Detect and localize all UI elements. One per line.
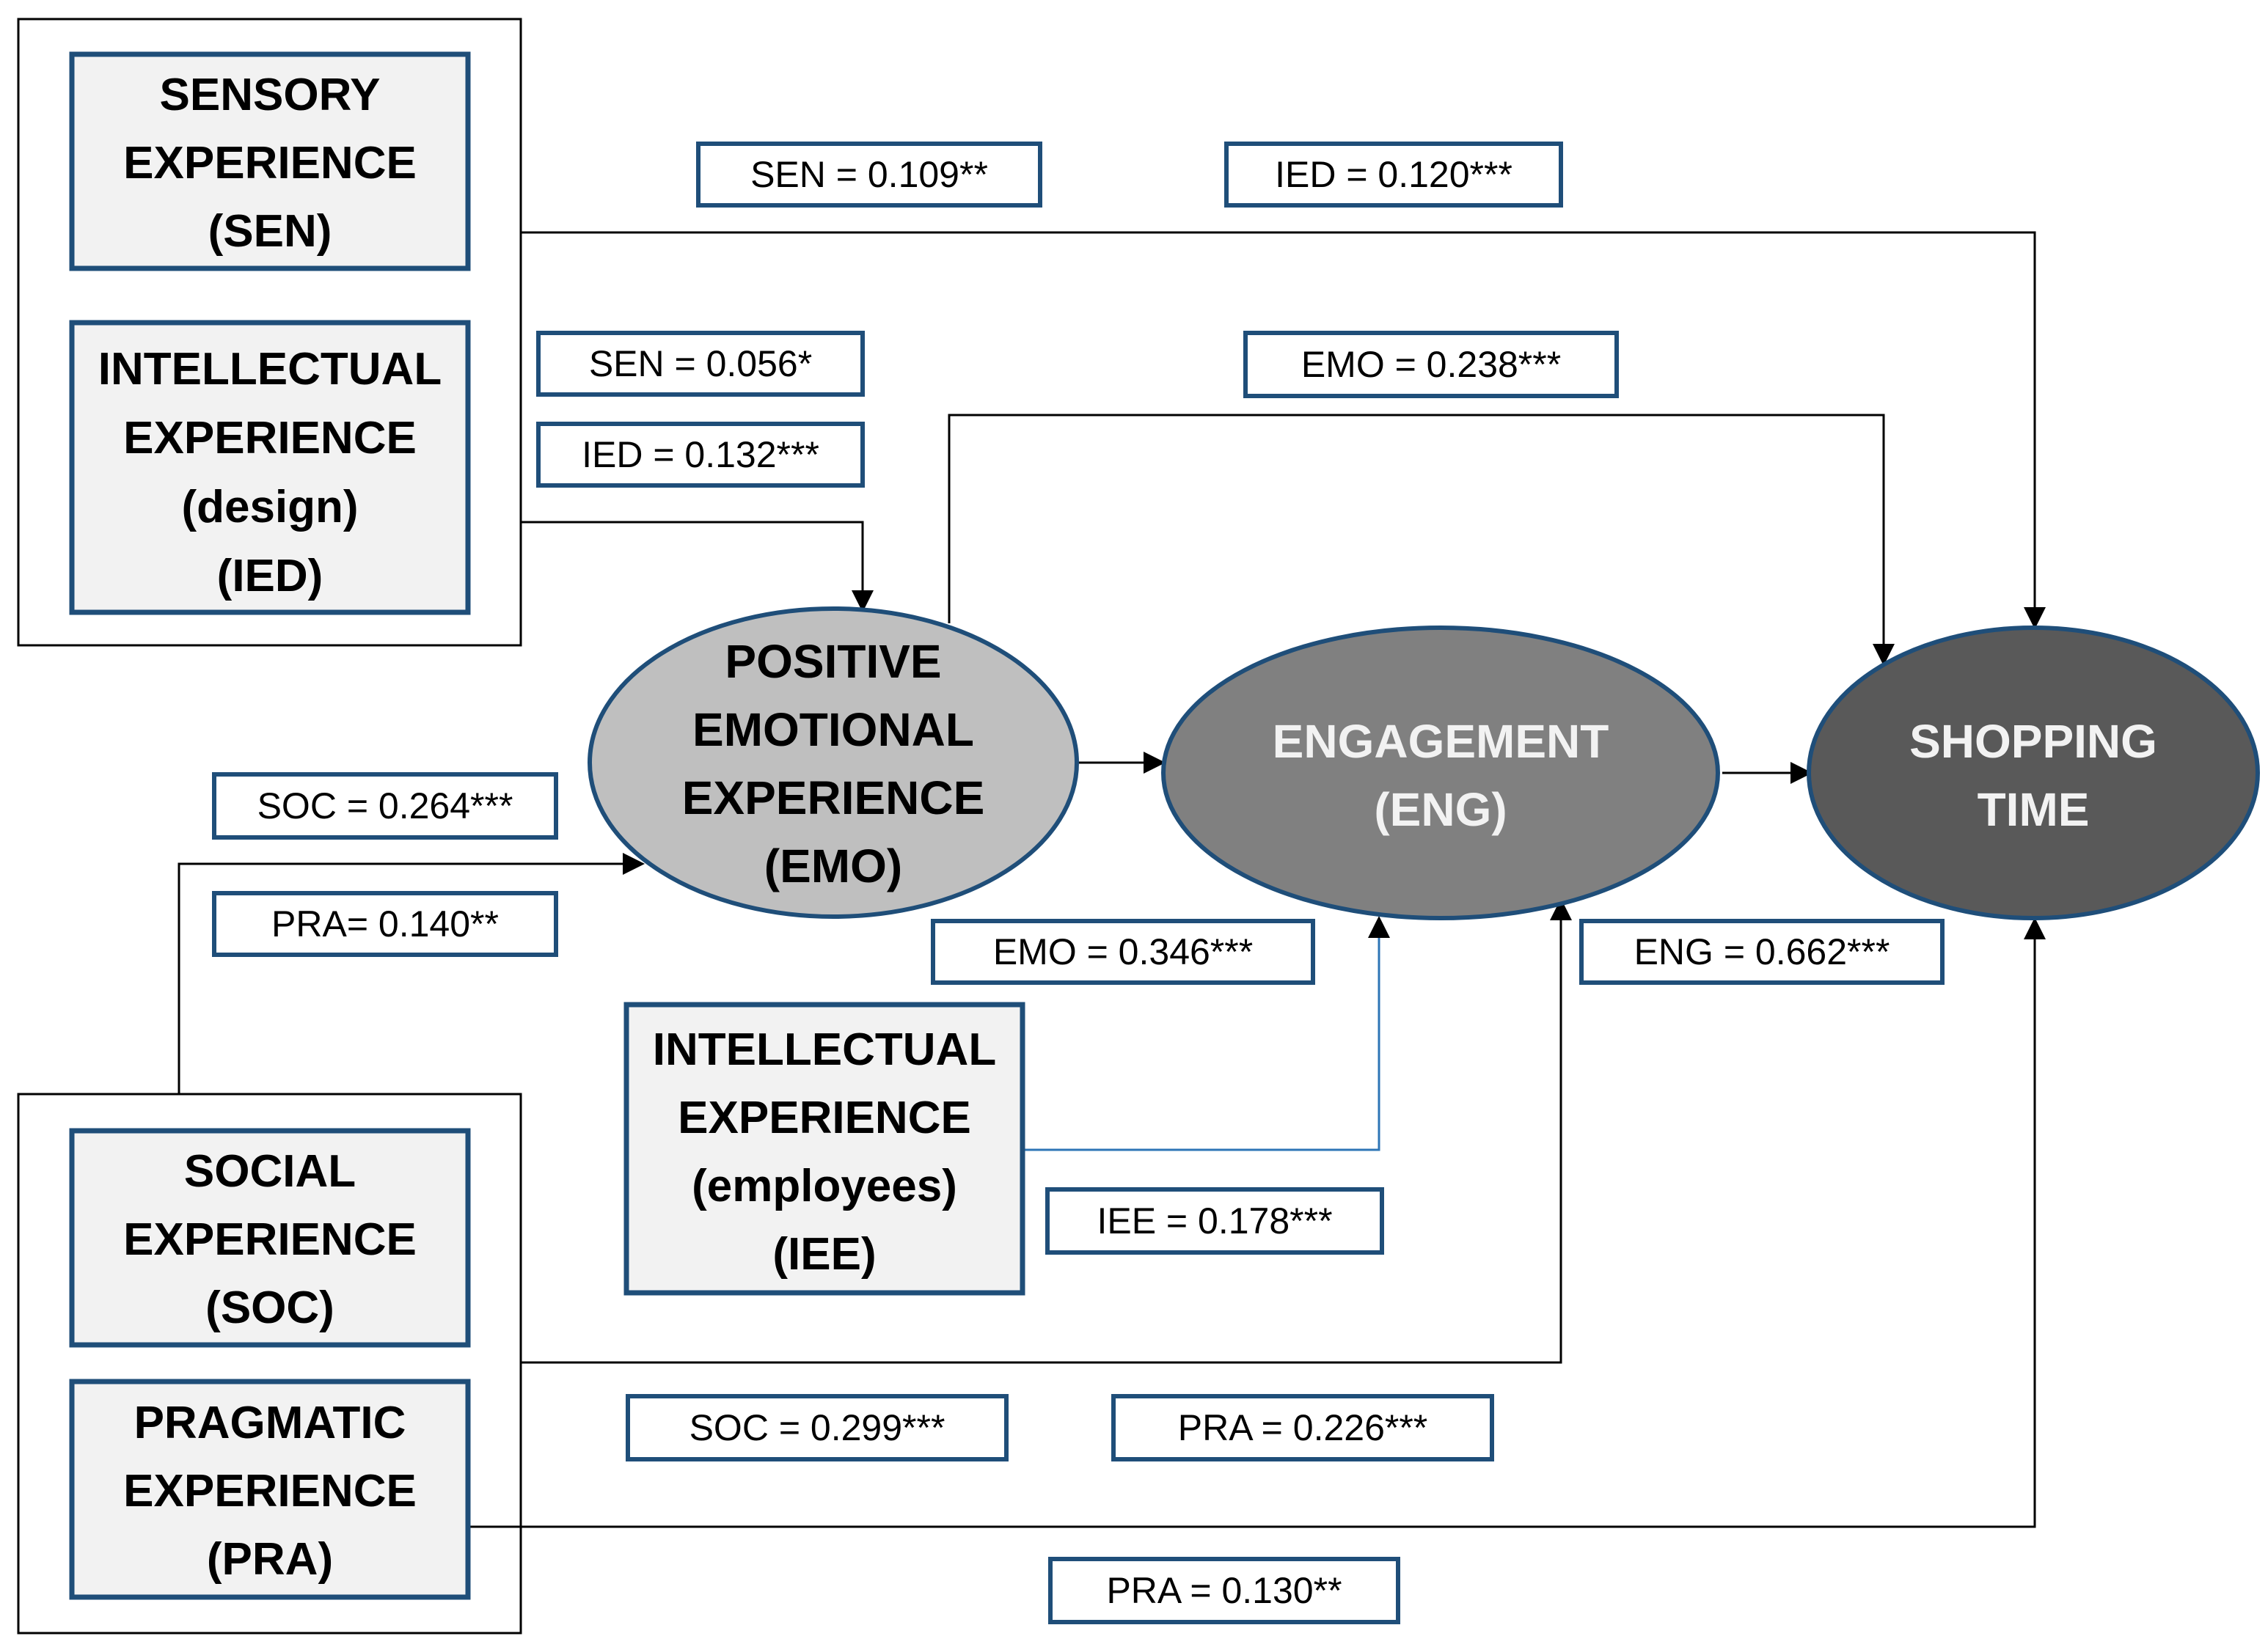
construct-label-line: SENSORY [160,70,381,120]
coefficient-label-emo-eng: EMO = 0.346*** [931,919,1315,985]
construct-label-line: INTELLECTUAL [98,344,442,395]
path-soc-to-emo [178,853,645,1094]
coefficient-text: IED = 0.132*** [582,434,819,475]
construct-label-line: (employees) [692,1161,957,1211]
coefficient-label-soc-emo: SOC = 0.264*** [212,772,558,840]
construct-label-line: (design) [181,482,358,532]
coefficient-text: PRA = 0.226*** [1178,1407,1428,1448]
coefficient-text: EMO = 0.238*** [1301,344,1561,385]
construct-label-line: SOCIAL [184,1146,356,1197]
path-connectors [178,231,2046,1528]
coefficient-label-pra-emo: PRA= 0.140** [212,891,558,957]
coefficient-label-pra-time: PRA = 0.130** [1048,1557,1400,1624]
coefficient-label-ied-time: IED = 0.120*** [1224,142,1563,208]
coefficient-text: SOC = 0.264*** [257,785,513,826]
coefficient-label-sen-emo: SEN = 0.056* [536,331,865,397]
construct-label-line: PRAGMATIC [134,1398,406,1448]
coefficient-label-ied-emo: IED = 0.132*** [536,422,865,488]
node-label-line: POSITIVE [725,635,941,688]
construct-label-line: EXPERIENCE [678,1093,971,1143]
coefficient-label-emo-time: EMO = 0.238*** [1243,331,1619,398]
construct-label-line: (SOC) [205,1283,334,1333]
intellectual-employees-experience-box: INTELLECTUAL EXPERIENCE (employees) (IEE… [623,1002,1025,1296]
construct-label-line: EXPERIENCE [123,413,417,463]
node-label-line: EMOTIONAL [692,703,974,756]
path-sen-to-time [521,231,2046,629]
coefficient-text: IEE = 0.178*** [1097,1200,1332,1241]
shopping-time-node: SHOPPING TIME [1807,626,2260,920]
social-experience-box: SOCIAL EXPERIENCE (SOC) [69,1128,471,1348]
coefficient-text: SEN = 0.109** [750,154,988,195]
pragmatic-experience-box: PRAGMATIC EXPERIENCE (PRA) [69,1379,471,1600]
construct-label-line: EXPERIENCE [123,1214,417,1265]
path-pra-to-time [469,917,2046,1528]
coefficient-text: IED = 0.120*** [1275,154,1512,195]
construct-label-line: (IED) [217,551,323,601]
coefficient-text: PRA= 0.140** [271,903,499,944]
coefficient-text: PRA = 0.130** [1106,1570,1342,1611]
construct-label-line: (PRA) [207,1534,333,1585]
node-label-line: (EMO) [764,840,902,892]
sensory-experience-box: SENSORY EXPERIENCE (SEN) [69,51,471,271]
node-label-line: ENGAGEMENT [1273,715,1609,768]
construct-label-line: INTELLECTUAL [653,1024,996,1075]
construct-label-line: EXPERIENCE [123,138,417,188]
path-soc-to-eng [521,898,1572,1364]
path-emo-to-time [948,414,1895,666]
engagement-node: ENGAGEMENT (ENG) [1161,626,1720,920]
node-label-line: TIME [1978,783,2090,836]
path-ied-to-emo [521,521,874,612]
coefficient-label-sen-time: SEN = 0.109** [696,142,1042,208]
coefficient-label-iee-eng: IEE = 0.178*** [1045,1187,1384,1255]
coefficient-text: SEN = 0.056* [589,343,812,384]
node-label-line: SHOPPING [1909,715,2157,768]
node-label-line: EXPERIENCE [682,771,985,824]
construct-label-line: (SEN) [208,206,332,257]
coefficient-label-eng-time: ENG = 0.662*** [1579,919,1945,985]
coefficient-text: SOC = 0.299*** [689,1407,945,1448]
coefficient-label-pra-eng: PRA = 0.226*** [1111,1394,1494,1461]
coefficient-text: EMO = 0.346*** [993,931,1253,972]
coefficient-text: ENG = 0.662*** [1634,931,1890,972]
coefficient-label-soc-eng: SOC = 0.299*** [626,1394,1009,1461]
construct-label-line: EXPERIENCE [123,1466,417,1516]
intellectual-design-experience-box: INTELLECTUAL EXPERIENCE (design) (IED) [69,320,471,615]
node-label-line: (ENG) [1374,783,1507,836]
construct-label-line: (IEE) [772,1229,876,1280]
positive-emotional-experience-node: POSITIVE EMOTIONAL EXPERIENCE (EMO) [588,606,1079,919]
path-iee-to-eng [1024,916,1390,1151]
